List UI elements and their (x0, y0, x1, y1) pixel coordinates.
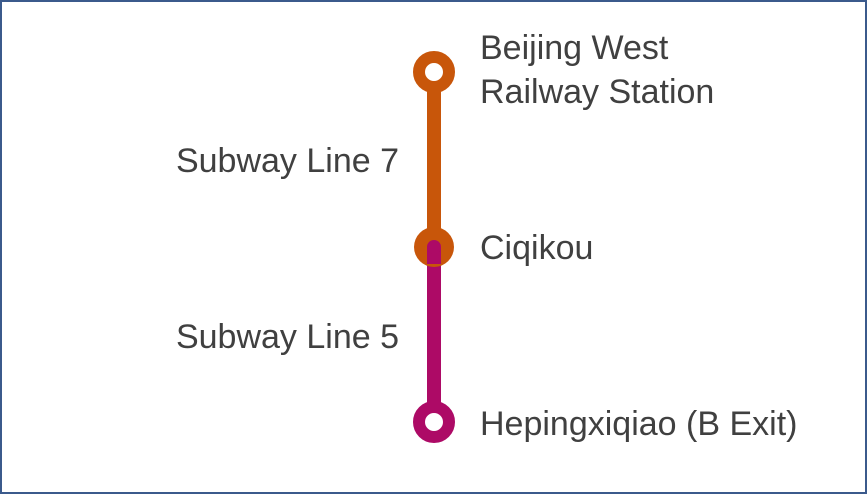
station-marker-beijing-west (413, 51, 455, 93)
station-label-line1: Beijing West (480, 29, 669, 67)
line-label-subway-line-7: Subway Line 7 (175, 142, 399, 180)
station-label-beijing-west: Beijing West Railway Station (480, 26, 714, 114)
station-marker-hepingxiqiao (413, 401, 455, 443)
ciqikou-line-5-cap (427, 240, 441, 254)
line-label-subway-line-5: Subway Line 5 (175, 318, 399, 356)
station-label-line2: Railway Station (480, 73, 715, 111)
station-label-ciqikou: Ciqikou (480, 229, 594, 267)
station-label-hepingxiqiao: Hepingxiqiao (B Exit) (480, 405, 798, 443)
